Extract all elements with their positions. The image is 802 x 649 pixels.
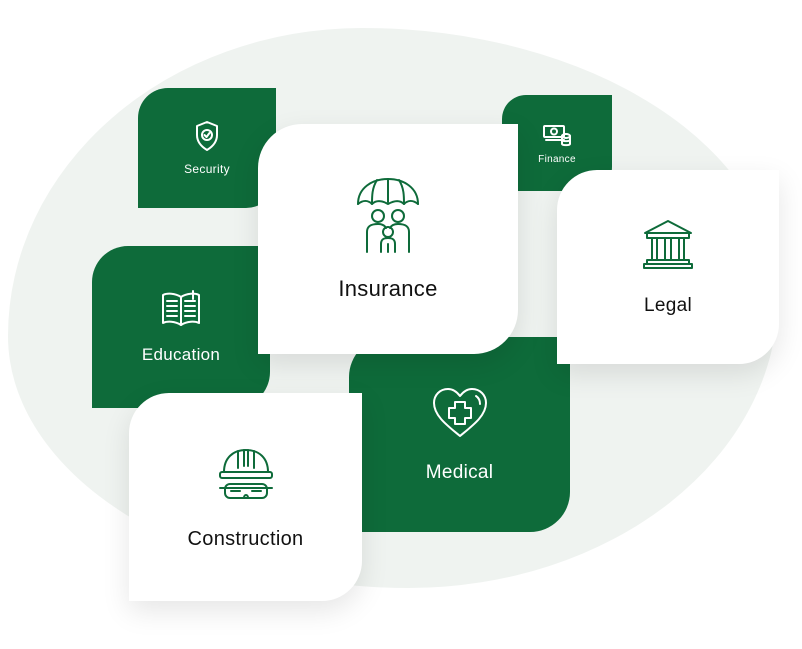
category-label: Education (141, 345, 221, 364)
open-book-icon (159, 289, 203, 329)
category-card-education[interactable]: Education (92, 246, 270, 408)
category-label: Medical (425, 461, 494, 483)
courthouse-icon (641, 217, 695, 271)
money-coins-icon (542, 122, 572, 148)
category-label: Finance (538, 153, 576, 165)
category-card-legal[interactable]: Legal (557, 170, 779, 364)
hardhat-goggles-icon (216, 444, 276, 504)
shield-check-icon (194, 120, 220, 152)
heart-cross-icon (430, 386, 490, 440)
category-label: Construction (187, 527, 304, 550)
category-card-construction[interactable]: Construction (129, 393, 362, 601)
category-card-insurance[interactable]: Insurance (258, 124, 518, 354)
category-label: Legal (644, 295, 692, 316)
category-card-medical[interactable]: Medical (349, 337, 570, 532)
umbrella-family-icon (355, 176, 421, 254)
category-label: Insurance (338, 276, 438, 301)
category-label: Security (184, 162, 230, 176)
category-card-finance[interactable]: Finance (502, 95, 612, 191)
category-card-security[interactable]: Security (138, 88, 276, 208)
